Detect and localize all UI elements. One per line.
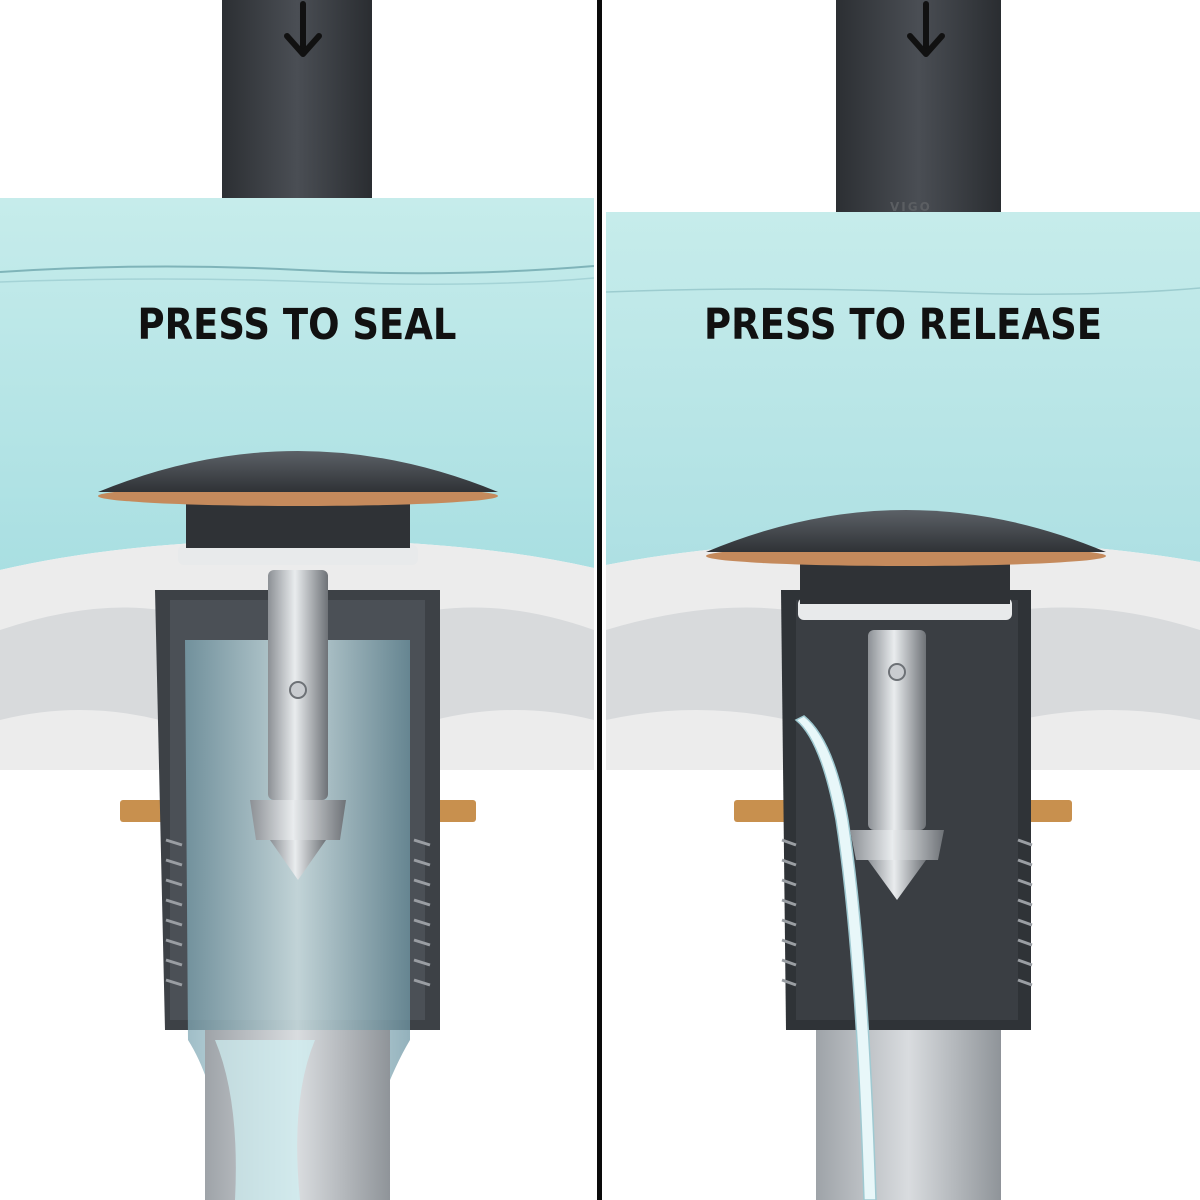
panel-press-to-seal: PRESS TO SEAL <box>0 0 594 1200</box>
outlet-pipe <box>816 1030 1001 1200</box>
pop-up-cap <box>98 451 498 492</box>
drain-threads <box>781 838 1033 987</box>
seal-drain-illustration <box>0 0 594 1200</box>
pop-up-cap <box>706 510 1106 552</box>
drain-threads <box>165 838 431 987</box>
arrow-down-icon <box>907 1 945 57</box>
release-drain-illustration <box>606 0 1200 1200</box>
arrow-down-icon <box>284 1 322 57</box>
panel-divider <box>594 0 606 1200</box>
caption-press-to-release: PRESS TO RELEASE <box>704 300 1102 350</box>
seal-gasket <box>178 545 418 565</box>
water-body <box>606 212 1200 565</box>
panel-press-to-release: VIGO PRESS TO RELEASE <box>606 0 1200 1200</box>
water-surface-line <box>606 287 1200 295</box>
faucet-wordmark: VIGO <box>890 200 932 214</box>
faucet-rod <box>222 0 372 200</box>
faucet-rod <box>836 0 1001 212</box>
brass-nut-left <box>734 800 790 822</box>
cap-stem <box>186 498 410 548</box>
spring-cartridge <box>868 630 926 830</box>
draining-water-stream <box>794 715 877 1200</box>
water-surface-line <box>0 265 594 275</box>
cap-stem <box>800 558 1010 604</box>
caption-press-to-seal: PRESS TO SEAL <box>137 300 457 350</box>
